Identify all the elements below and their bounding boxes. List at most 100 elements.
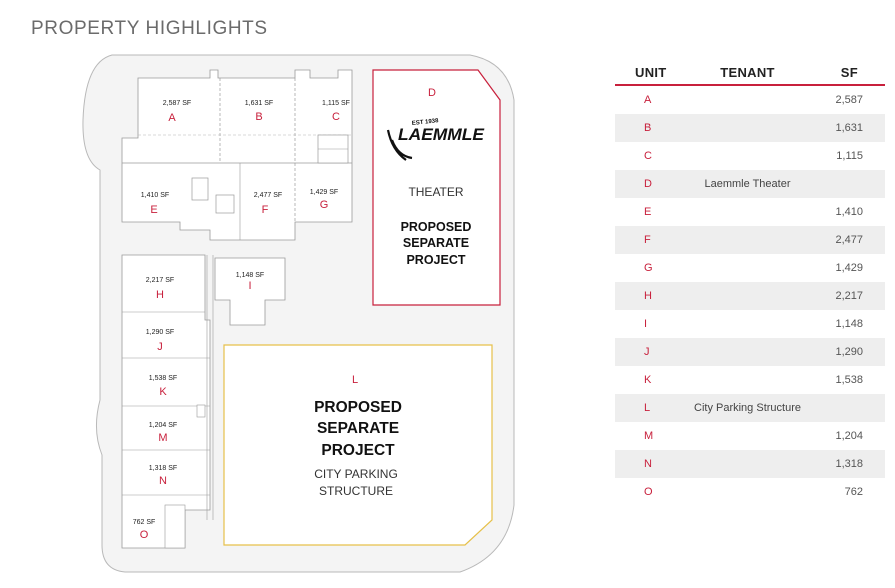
unit-k-letter: K [159, 386, 167, 398]
theater-letter: D [428, 87, 436, 99]
unit-m-letter: M [158, 432, 167, 444]
theater-label: THEATER [408, 185, 463, 199]
header-unit: UNIT [615, 60, 692, 86]
header-sf: SF [803, 60, 885, 86]
parking-desc-line-2: STRUCTURE [319, 484, 393, 498]
cell-tenant [692, 450, 803, 478]
unit-m-sf: 1,204 SF [149, 422, 177, 429]
parking-desc-line-1: CITY PARKING [314, 467, 398, 481]
stair-e [191, 177, 209, 201]
table-row: F 2,477 [615, 226, 885, 254]
cell-tenant [692, 338, 803, 366]
unit-j-letter: J [157, 341, 163, 353]
cell-unit: A [644, 94, 652, 106]
theater-outline [372, 69, 501, 306]
cell-tenant [692, 142, 803, 170]
cell-tenant [692, 226, 803, 254]
unit-h-letter: H [156, 289, 164, 301]
cell-tenant [692, 282, 803, 310]
parking-project-line-1: PROPOSED [314, 399, 402, 416]
cell-unit: I [644, 318, 648, 330]
laemmle-logo: EST 1938 LAEMMLE [386, 118, 485, 161]
logo-est: EST 1938 [412, 118, 440, 127]
cell-tenant [692, 85, 803, 114]
building-strip [121, 254, 211, 549]
cell-unit: B [615, 114, 692, 142]
cell-sf: 1,148 [835, 318, 863, 330]
cell-unit: F [615, 226, 692, 254]
table-row: I 1,148 [615, 310, 885, 338]
table-header-row: UNIT TENANT SF [615, 60, 885, 86]
unit-j-sf: 1,290 SF [146, 329, 174, 336]
parking-letter: L [352, 374, 358, 386]
cell-unit: O [644, 486, 653, 498]
cell-sf: 1,410 [835, 206, 863, 218]
cell-sf [803, 170, 885, 198]
cell-unit: H [615, 282, 692, 310]
unit-f-letter: F [262, 204, 269, 216]
elevator-k [196, 404, 206, 418]
cell-tenant [692, 366, 803, 394]
unit-i-sf: 1,148 SF [236, 272, 264, 279]
unit-h-sf: 2,217 SF [146, 277, 174, 284]
unit-a-letter: A [168, 112, 176, 124]
cell-unit: D [615, 170, 692, 198]
table-row: O 762 [615, 478, 885, 506]
parking-project-line-3: PROJECT [321, 442, 395, 459]
cell-sf: 762 [844, 486, 863, 498]
cell-unit: L [615, 394, 692, 422]
unit-n-sf: 1,318 SF [149, 465, 177, 472]
cell-tenant [692, 422, 803, 450]
unit-b-sf: 1,631 SF [245, 100, 273, 107]
cell-unit: N [615, 450, 692, 478]
unit-i-letter: I [248, 280, 251, 292]
cell-sf: 1,631 [803, 114, 885, 142]
cell-unit: G [644, 262, 653, 274]
laurel-icon [386, 129, 413, 161]
cell-sf: 1,204 [835, 430, 863, 442]
unit-n-letter: N [159, 475, 167, 487]
cell-tenant [692, 198, 803, 226]
cell-sf [803, 394, 885, 422]
table-row: M 1,204 [615, 422, 885, 450]
cell-sf: 2,217 [803, 282, 885, 310]
cell-sf: 1,318 [803, 450, 885, 478]
unit-k-sf: 1,538 SF [149, 375, 177, 382]
theater-project-line-3: PROJECT [406, 253, 465, 267]
unit-b-letter: B [255, 111, 262, 123]
unit-f-sf: 2,477 SF [254, 192, 282, 199]
parking-project-line-2: SEPARATE [317, 420, 399, 437]
cell-tenant [692, 310, 803, 338]
cell-sf: 2,477 [803, 226, 885, 254]
unit-o-letter: O [140, 529, 149, 541]
unit-c-letter: C [332, 111, 340, 123]
unit-e-sf: 1,410 SF [141, 192, 169, 199]
cell-tenant [692, 478, 803, 506]
unit-o-sf: 762 SF [133, 519, 156, 526]
unit-c-sf: 1,115 SF [322, 100, 350, 107]
cell-tenant [692, 114, 803, 142]
header-tenant: TENANT [692, 60, 803, 86]
table-row: N 1,318 [615, 450, 885, 478]
cell-sf: 1,538 [835, 374, 863, 386]
cell-unit: M [644, 430, 654, 442]
building-i [214, 257, 286, 326]
cell-tenant [692, 254, 803, 282]
cell-unit: J [615, 338, 692, 366]
unit-g-sf: 1,429 SF [310, 189, 338, 196]
site-plan: 2,587 SF A 1,631 SF B 1,115 SF C 1,410 S… [82, 54, 515, 573]
logo-name: LAEMMLE [398, 125, 485, 144]
parking-outline [223, 344, 493, 546]
cell-sf: 1,115 [836, 150, 863, 162]
unit-a-sf: 2,587 SF [163, 100, 191, 107]
cell-unit: C [644, 150, 652, 162]
stair-f [215, 194, 235, 214]
